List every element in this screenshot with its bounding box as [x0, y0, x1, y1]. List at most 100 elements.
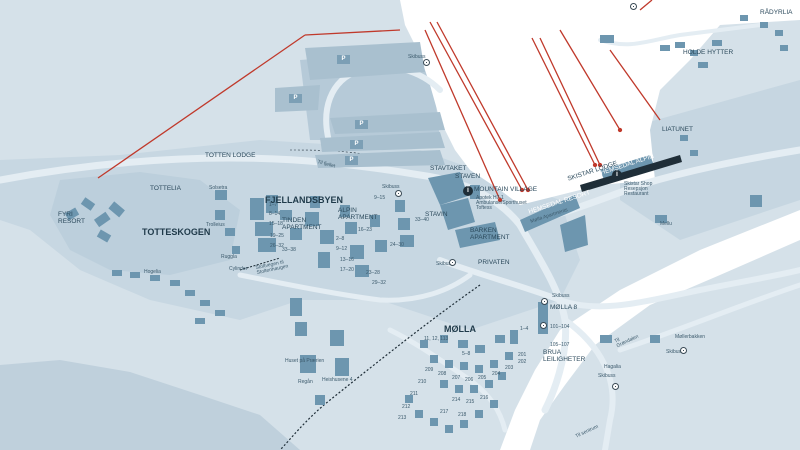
unit-label: 207 — [452, 375, 461, 381]
unit-label: 215 — [466, 399, 475, 405]
parking-icon: P — [289, 94, 302, 103]
place-mountain-village: MOUNTAIN VILLAGE — [474, 186, 538, 193]
place-holde-hytter: HOLDE HYTTER — [683, 49, 734, 56]
unit-label: 213 — [398, 415, 407, 421]
unit-label: 1–4 — [520, 326, 529, 332]
place-huset-pa-praerien: Huset på Prærien — [285, 358, 325, 364]
unit-label: 211 — [410, 391, 418, 397]
place-totten-lodge: TOTTEN LODGE — [205, 152, 256, 159]
unit-label: 33–40 — [415, 217, 429, 223]
label-cylinder: Cylinder — [229, 266, 248, 272]
unit-label: 205 — [478, 375, 487, 381]
bus-stop-icon — [612, 383, 619, 390]
unit-label: 212 — [402, 404, 411, 410]
unit-label: 217 — [440, 409, 449, 415]
parking-icon: P — [345, 156, 358, 165]
unit-label: 1–7 — [269, 202, 278, 208]
unit-label: 202 — [518, 359, 527, 365]
label-skibuss-molla: Skibuss — [552, 293, 570, 299]
place-brua-leiligheter: BRUA LEILIGHETER — [543, 349, 586, 363]
unit-label: 8–14 — [269, 211, 281, 217]
unit-label: 201 — [518, 352, 527, 358]
bus-stop-icon — [395, 190, 402, 197]
unit-label: 19–25 — [270, 233, 284, 239]
bus-stop-icon — [541, 298, 548, 305]
label-mell: Mellu — [660, 221, 672, 227]
place-molla-8: MØLLA 8 — [550, 304, 578, 311]
unit-label: 33–38 — [282, 247, 296, 253]
unit-label: 204 — [492, 371, 501, 377]
bus-stop-icon — [630, 3, 637, 10]
unit-label: 208 — [438, 371, 447, 377]
unit-label: 26–32 — [270, 243, 284, 249]
label-skibuss-top: Skibuss — [408, 54, 426, 60]
label-skistar-info: Skistar Shop Resepsjon Restaurant — [624, 181, 653, 197]
label-hagalia: Hagalia — [604, 364, 621, 370]
area-label-tottelia: TOTTELIA — [150, 185, 181, 192]
label-trolleius: Trolleius — [206, 222, 225, 228]
unit-label: 24–30 — [390, 242, 404, 248]
label-mountain-village-info: Apotek H7-1 Ambulanse/Sporthuset Toftess — [476, 195, 527, 211]
info-icon: i — [612, 170, 622, 180]
parking-lots — [275, 42, 445, 168]
road-arrow-band — [580, 155, 682, 192]
unit-label: 2–8 — [336, 236, 345, 242]
bus-stop-icon — [423, 59, 430, 66]
place-barken-apartment: BARKEN APARTMENT — [470, 227, 510, 241]
label-molla-numbers: 101–104 — [550, 324, 570, 330]
unit-label: 15–18 — [269, 221, 283, 227]
place-stavtaket: STAVTAKET — [430, 165, 467, 172]
place-regan: Regån — [298, 379, 313, 385]
place-tinden-apartment: TINDEN APARTMENT — [282, 217, 322, 231]
unit-label: 23–28 — [366, 270, 380, 276]
parking-icon: P — [350, 140, 363, 149]
label-skibuss-far: Skibuss — [598, 373, 616, 379]
unit-label: 9–15 — [374, 195, 386, 201]
label-ruggla: Ruggla — [221, 254, 237, 260]
bus-stop-icon — [449, 259, 456, 266]
place-stavin: STAVIN — [425, 211, 448, 218]
unit-label: 5–8 — [462, 351, 471, 357]
unit-label: 17–20 — [340, 267, 354, 273]
place-heishuset: Heishusene 4 — [322, 377, 353, 383]
unit-label: 203 — [505, 365, 514, 371]
area-label-totteskogen: TOTTESKOGEN — [142, 227, 211, 237]
ski-lifts — [97, 0, 661, 203]
cross-country-trail — [279, 284, 481, 450]
area-label-fjellandsbyen: FJELLANDSBYEN — [265, 195, 344, 205]
place-staven: STAVEN — [455, 173, 481, 180]
place-alpin-apartment: ALPIN APARTMENT — [338, 207, 378, 221]
label-skibuss-centre: Skibuss — [382, 184, 400, 190]
unit-label: 209 — [425, 367, 434, 373]
place-liatunet: LIATUNET — [662, 126, 693, 133]
place-privaten: PRIVATEN — [478, 259, 510, 266]
river-snow-band — [500, 210, 800, 450]
bus-stop-icon — [540, 322, 547, 329]
parking-icon: P — [337, 55, 350, 64]
ski-slope-snow — [400, 0, 800, 205]
unit-label: 29–32 — [372, 280, 386, 286]
parking-icon: P — [355, 120, 368, 129]
unit-label: 16–23 — [358, 227, 372, 233]
unit-label: 214 — [452, 397, 461, 403]
unit-label: 13–16 — [340, 257, 354, 263]
buildings — [64, 15, 788, 433]
totteskogen-forest — [50, 172, 240, 275]
label-molla-numbers-2: 105–107 — [550, 342, 570, 348]
label-solsetra: Solsetra — [209, 185, 228, 191]
place-fyri-resort: FYRI RESORT — [58, 211, 85, 225]
unit-label: 206 — [465, 377, 474, 383]
label-hogelia: Hogelia — [144, 269, 161, 275]
label-mollerbakken: Møllerbakken — [675, 334, 706, 340]
unit-label: 210 — [418, 379, 427, 385]
walking-path — [289, 149, 401, 161]
unit-label: 11, 12, 113 — [424, 336, 449, 342]
info-icon: i — [463, 186, 473, 196]
place-radyrlia: RÅDYRLIA — [760, 9, 793, 16]
lower-slope — [0, 360, 300, 450]
bus-stop-icon — [680, 347, 687, 354]
unit-label: 218 — [458, 412, 467, 418]
label-skibuss-east: Skibuss — [666, 349, 684, 355]
